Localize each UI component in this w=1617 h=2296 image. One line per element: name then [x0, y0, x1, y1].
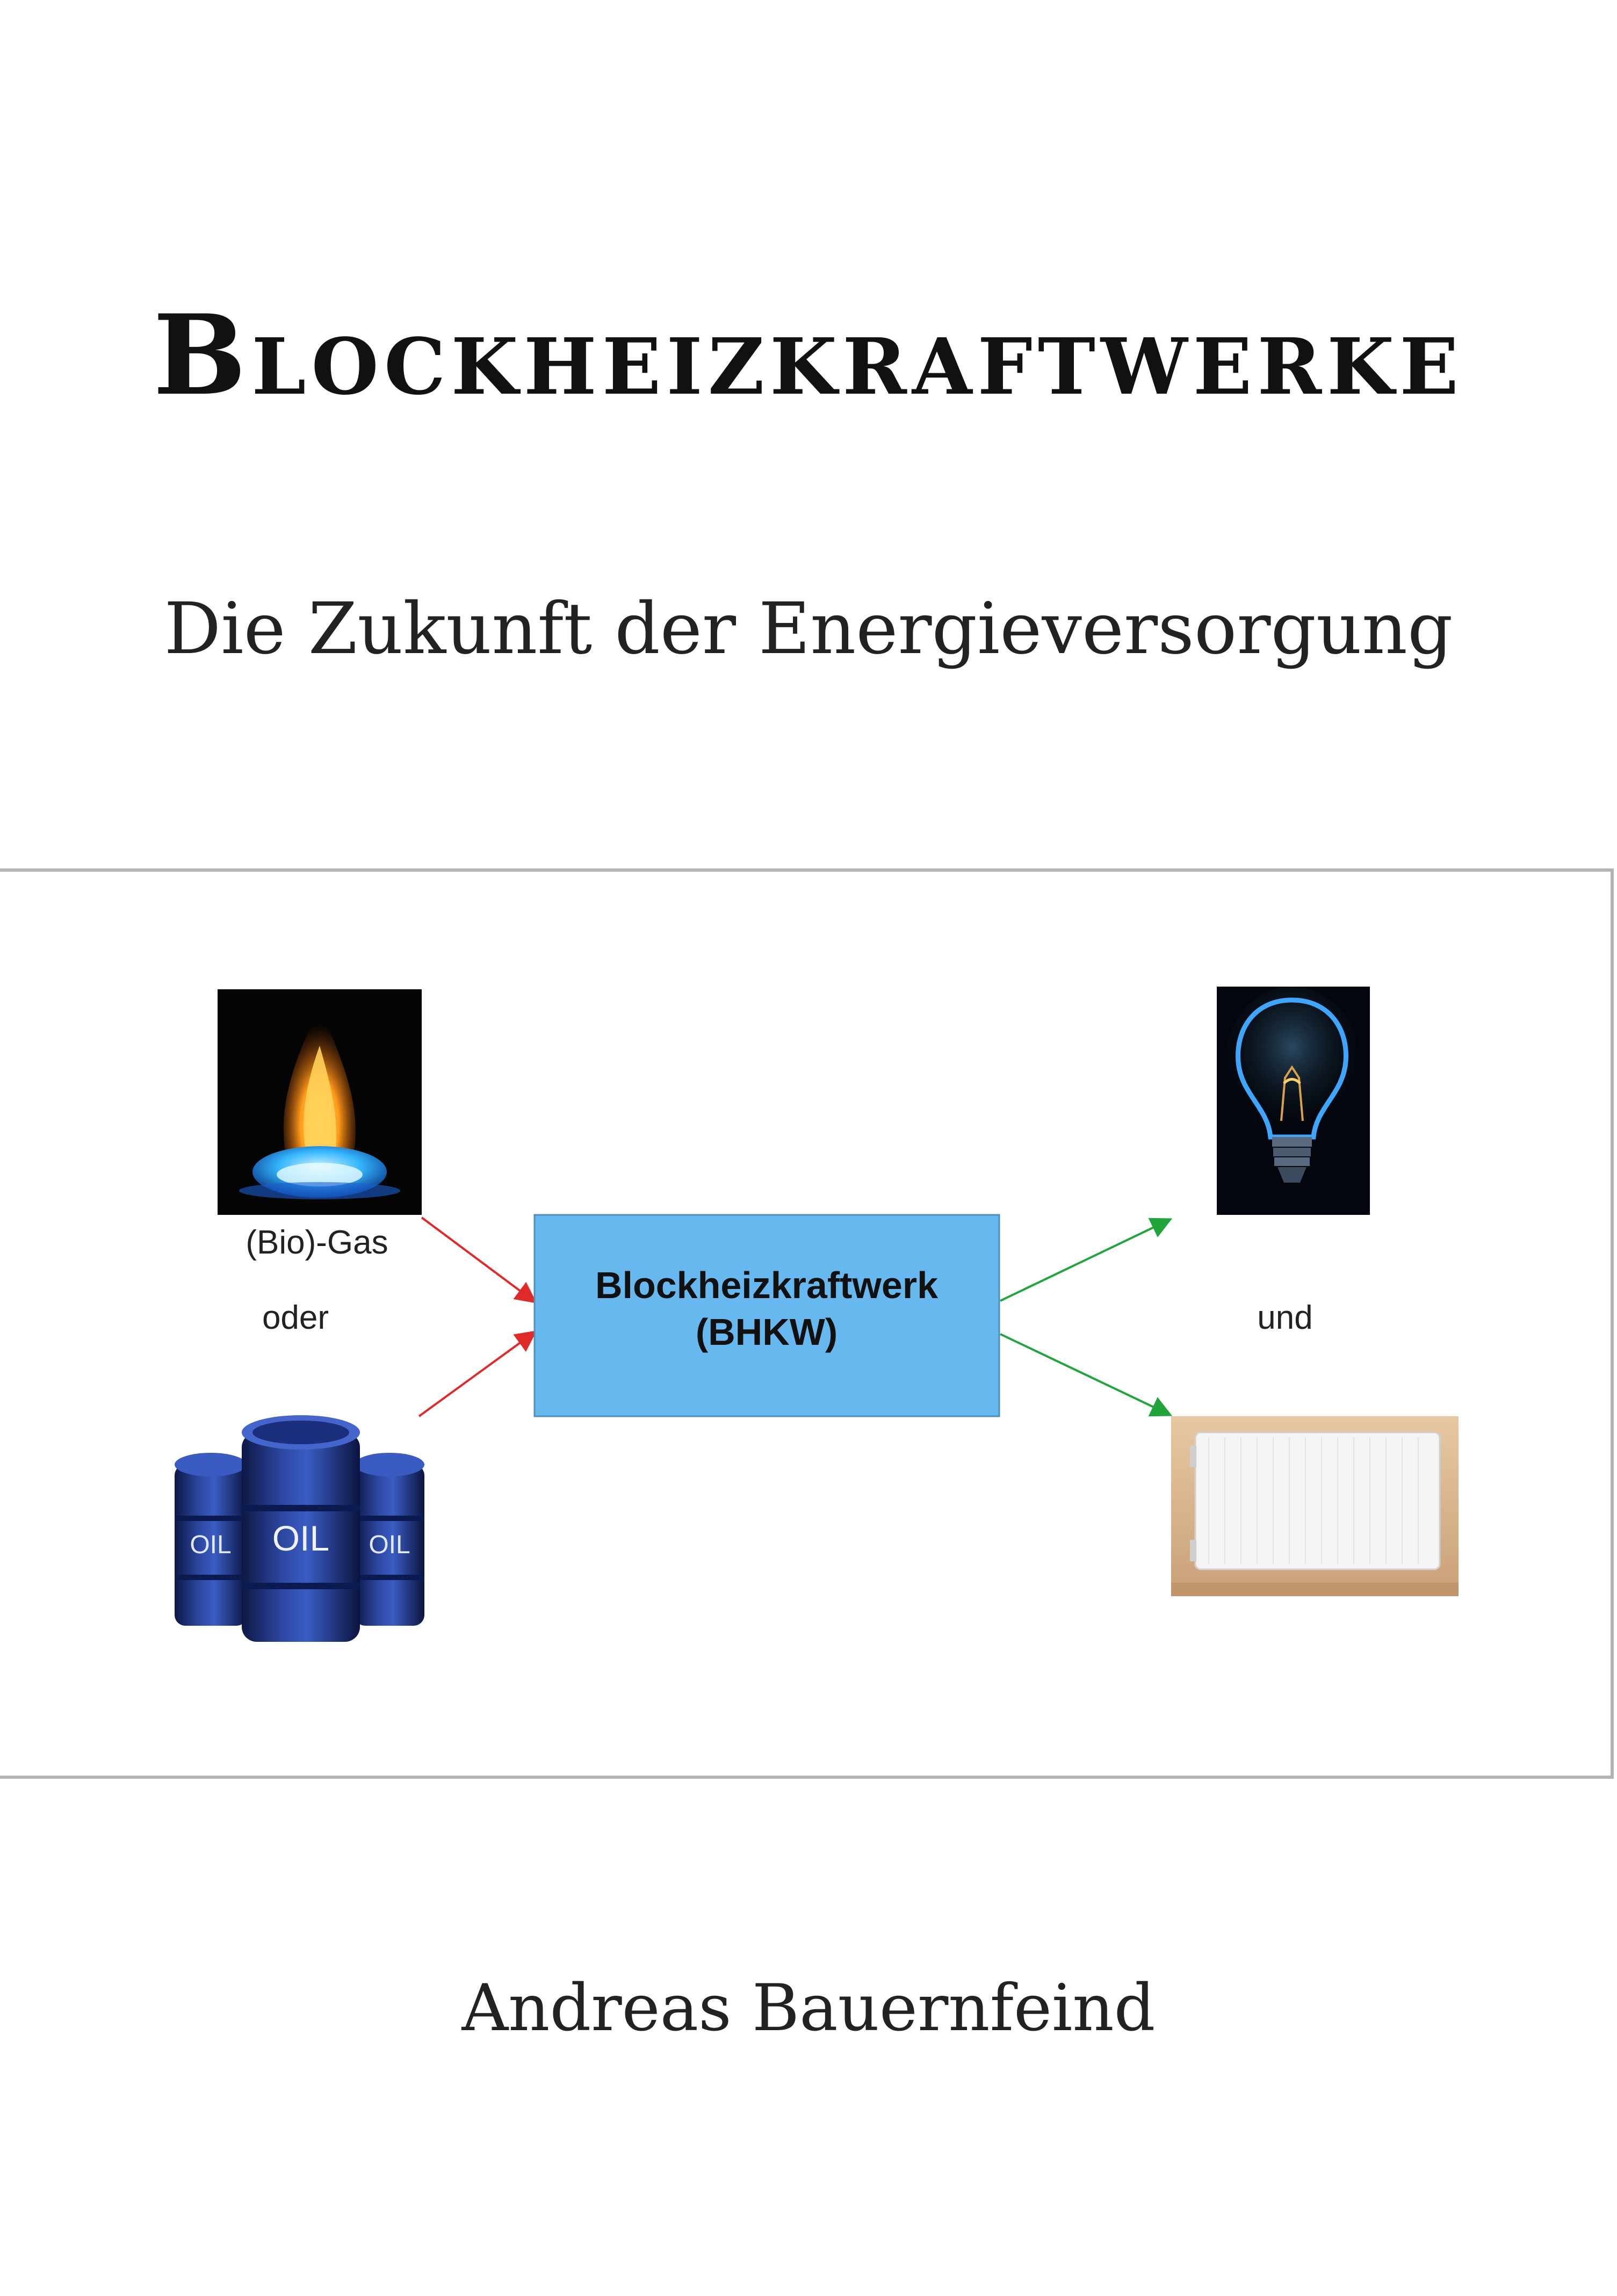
energy-diagram: OIL OIL OIL (Bio)-Gas oder Blockheizkraf… [0, 868, 1617, 1779]
heat-output-arrow [1000, 1333, 1173, 1417]
oil-barrels-icon: OIL OIL OIL [175, 1415, 424, 1642]
cover-subtitle: Die Zukunft der Energieversorgung [164, 588, 1453, 670]
barrel-label-center: OIL [272, 1518, 329, 1558]
und-label: und [1257, 1299, 1312, 1336]
barrel-label-left: OIL [190, 1531, 231, 1559]
cover-title: Blockheizkraftwerke [153, 291, 1464, 420]
electricity-output-arrow [1000, 1218, 1173, 1302]
gas-label: (Bio)-Gas [246, 1224, 388, 1261]
light-bulb-icon [1217, 987, 1370, 1215]
bhkw-title: Blockheizkraftwerk [595, 1264, 938, 1306]
radiator-icon [1171, 1416, 1459, 1596]
oder-label: oder [262, 1299, 329, 1336]
gas-flame-icon [218, 989, 422, 1215]
gas-input-arrow [421, 1216, 537, 1303]
cover-author: Andreas Bauernfeind [461, 1971, 1156, 2046]
bhkw-abbrev: (BHKW) [696, 1311, 838, 1353]
barrel-label-right: OIL [369, 1531, 410, 1559]
oil-input-arrow [418, 1330, 537, 1417]
bhkw-box [533, 1214, 1000, 1417]
